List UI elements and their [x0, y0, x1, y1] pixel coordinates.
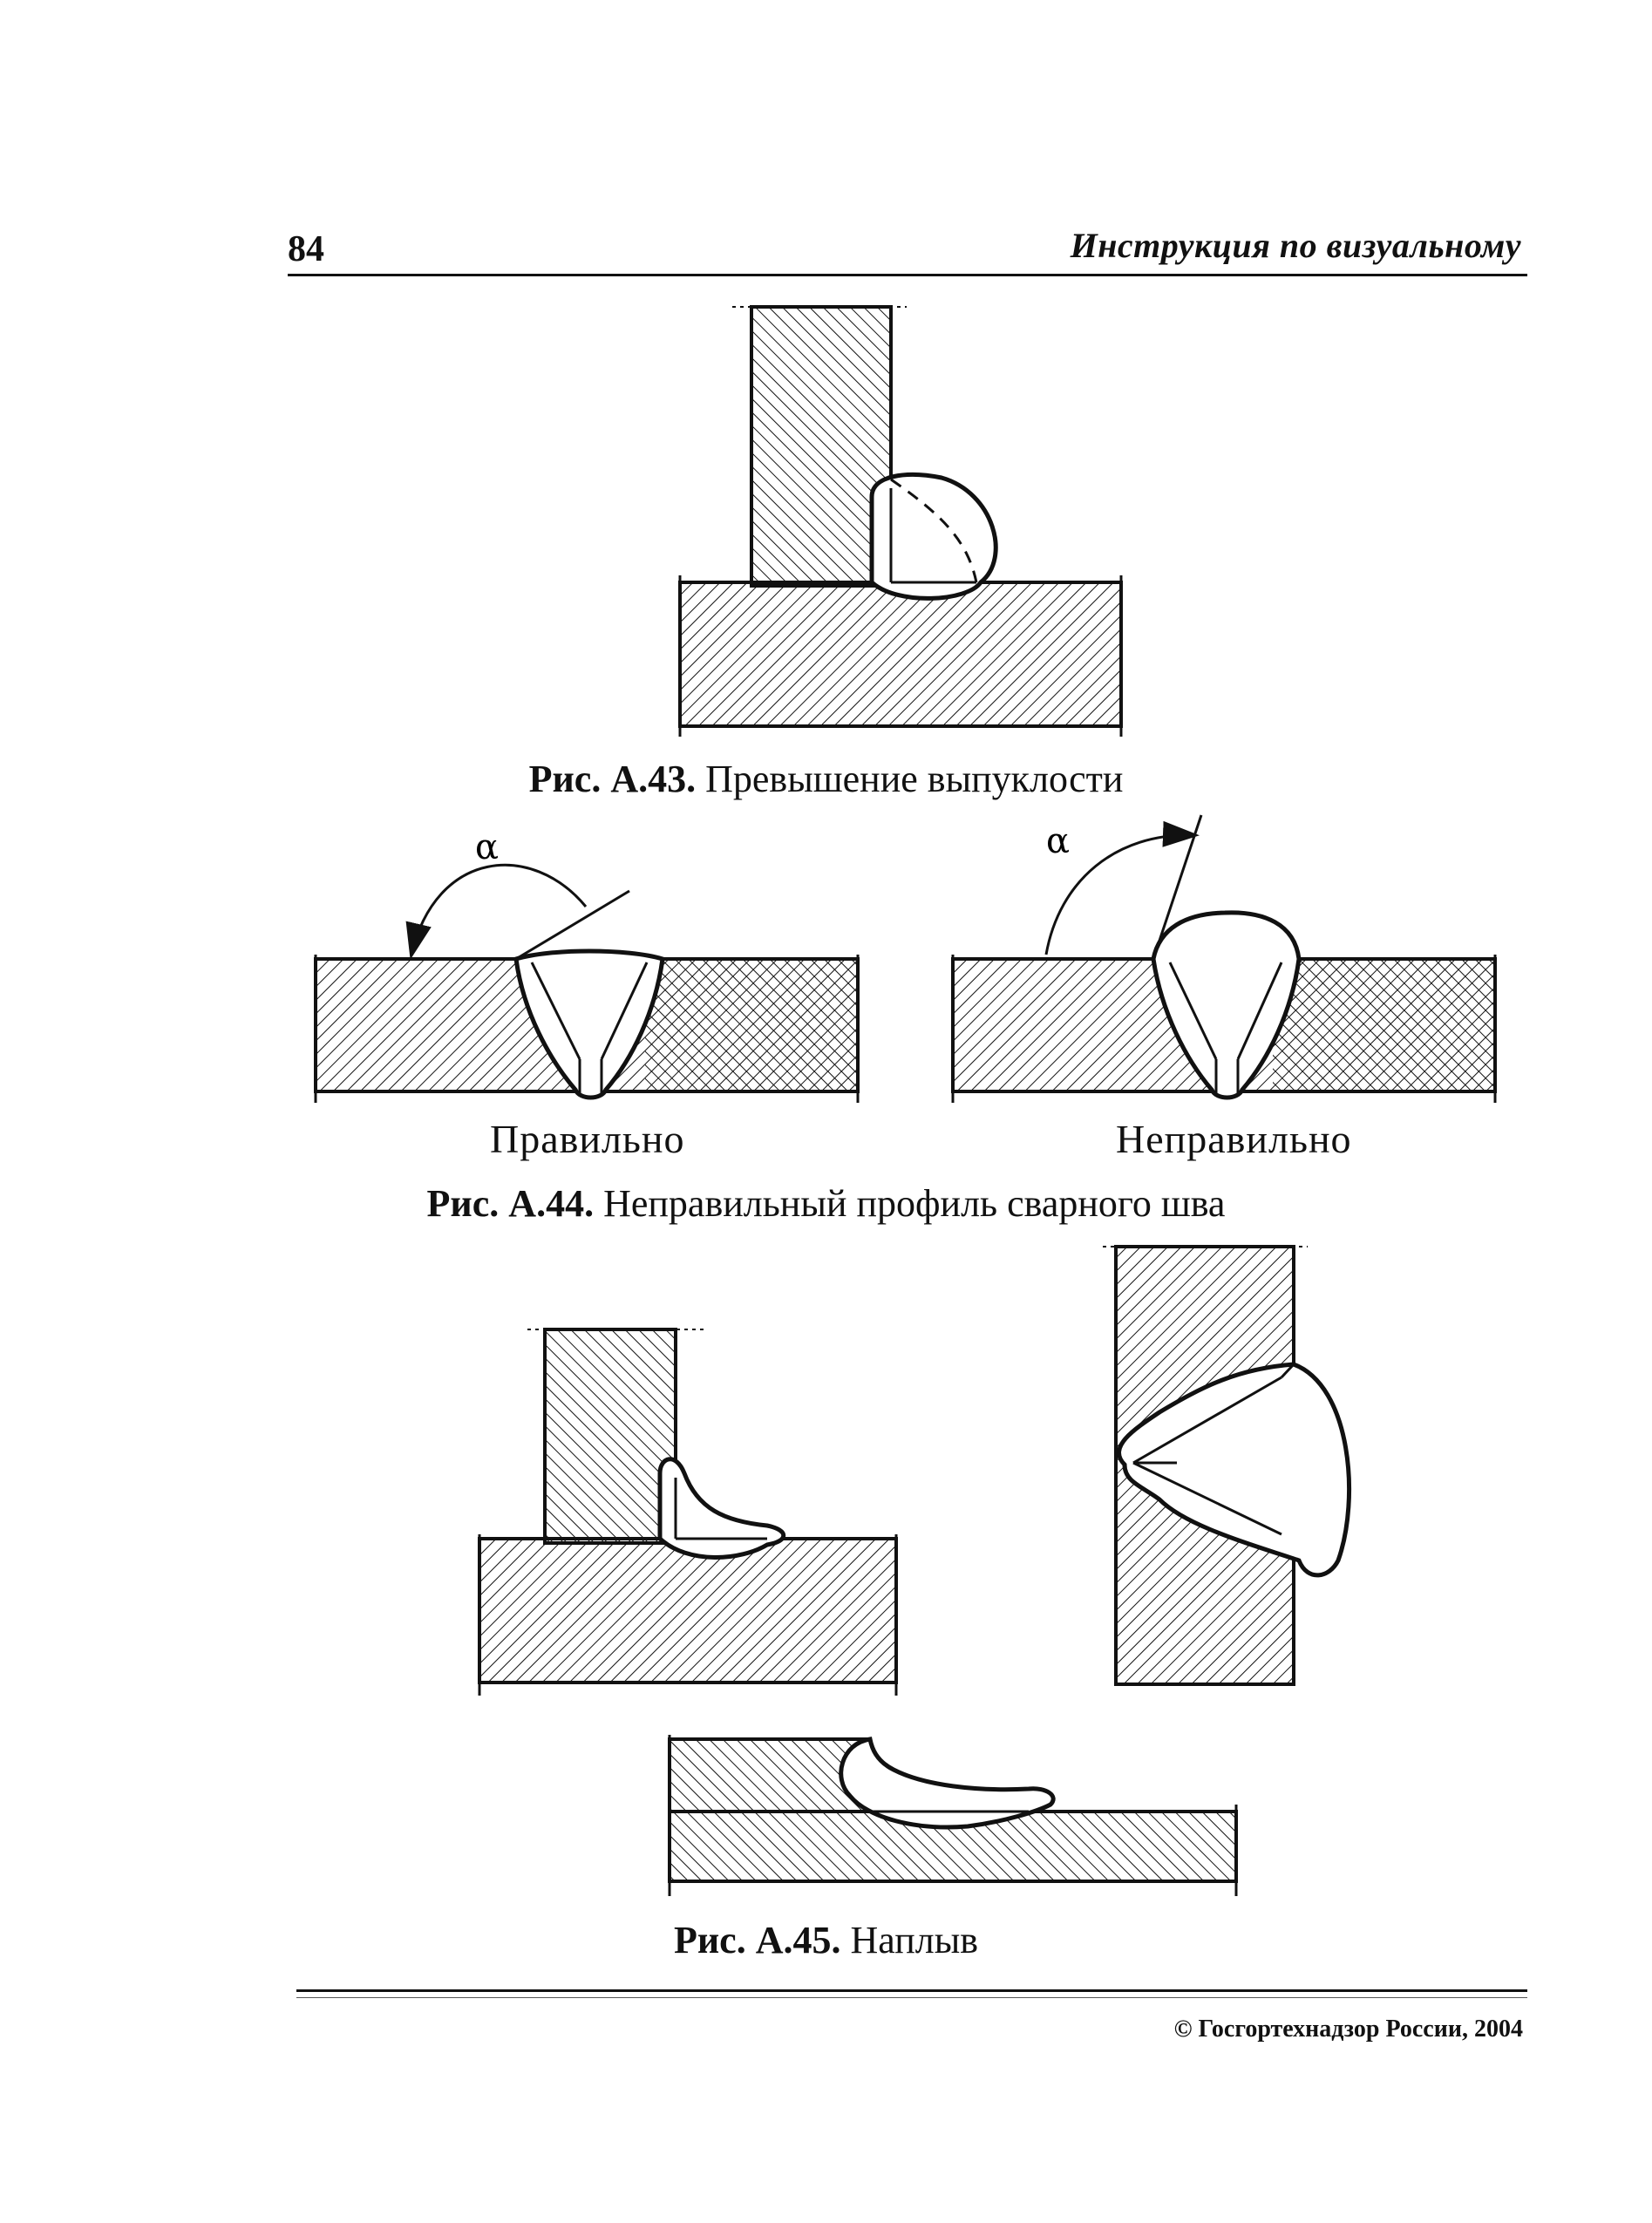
header-rule — [288, 274, 1527, 276]
running-title: Инструкция по визуальному — [1070, 226, 1521, 265]
figure-a44-correct-drawing: α — [314, 827, 860, 1103]
figure-a43-drawing — [678, 305, 1123, 737]
figure-a44-caption: Рис. А.44. Неправильный профиль сварного… — [0, 1181, 1652, 1226]
a44-left-alpha: α — [475, 827, 499, 867]
a44-correct-label: Правильно — [490, 1117, 685, 1161]
a44-incorrect-label: Неправильно — [1116, 1117, 1352, 1161]
figure-a43-caption: Рис. А.43. Превышение выпуклости — [0, 757, 1652, 801]
figure-a43-title: Превышение выпуклости — [705, 758, 1124, 800]
copyright-notice: © Госгортехнадзор России, 2004 — [1173, 2016, 1523, 2043]
figure-a45-label: Рис. А.45. — [673, 1919, 841, 1961]
a43-weld-bead — [869, 472, 998, 601]
figure-a45-tee-drawing — [478, 1328, 898, 1696]
figure-a45-title: Наплыв — [850, 1919, 979, 1961]
figure-a44-incorrect-drawing: α — [951, 814, 1497, 1103]
figure-a45-caption: Рис. А.45. Наплыв — [0, 1918, 1652, 1962]
figure-a43-label: Рис. А.43. — [528, 758, 697, 800]
figure-a45-lap-drawing — [668, 1735, 1238, 1896]
figure-a44-label: Рис. А.44. — [426, 1182, 595, 1225]
footer-rule — [296, 1989, 1527, 1992]
a43-base-plate — [678, 581, 1123, 728]
footer-rule-thin — [296, 1997, 1527, 1998]
page-number: 84 — [288, 229, 324, 269]
figure-a44-title: Неправильный профиль сварного шва — [603, 1182, 1226, 1225]
figure-a45-vertical-drawing — [1103, 1245, 1351, 1686]
a44-right-alpha: α — [1046, 821, 1070, 861]
